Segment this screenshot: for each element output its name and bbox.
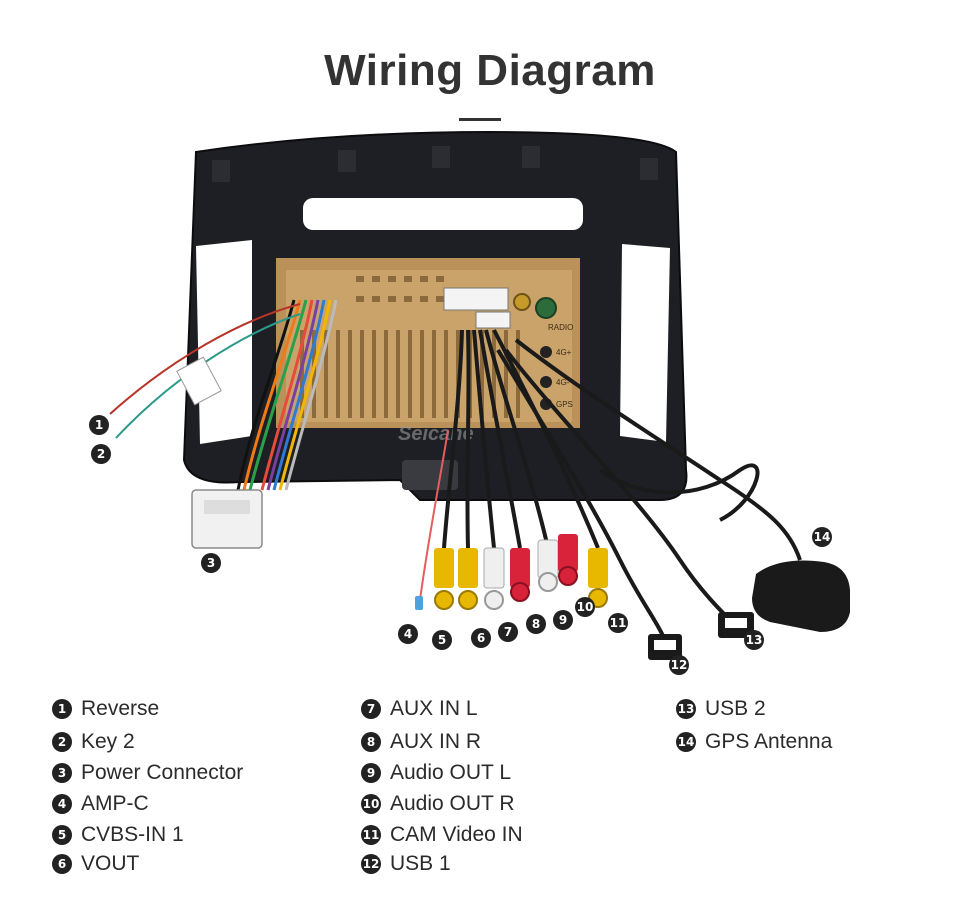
power-harness (236, 299, 338, 491)
legend-label: Power Connector (81, 761, 244, 784)
legend-label: VOUT (81, 852, 140, 875)
amp-c-tip (415, 596, 423, 610)
legend-label: Reverse (81, 697, 160, 720)
gps-antenna (752, 560, 850, 632)
legend-number-badge: 9 (361, 763, 381, 783)
legend-label: Audio OUT L (390, 761, 512, 784)
legend-label: GPS Antenna (705, 730, 833, 753)
wire-tag (176, 356, 222, 406)
callout-badge: 9 (553, 610, 573, 630)
legend-item-amp-c: 4 AMP-C (52, 791, 149, 817)
radio-port-label: RADIO (548, 323, 573, 332)
legend-label: CVBS-IN 1 (81, 823, 184, 846)
watermark: Seicane (398, 423, 474, 445)
legend-label: AMP-C (81, 792, 149, 815)
legend-item-key-2: 2 Key 2 (52, 729, 135, 755)
legend-item-usb-2: 13 USB 2 (676, 696, 766, 722)
callout-badge: 3 (201, 553, 221, 573)
legend-label: AUX IN L (390, 697, 478, 720)
legend-number-badge: 12 (361, 854, 381, 874)
callout-badge: 14 (812, 527, 832, 547)
rca-cables (442, 329, 600, 549)
callout-badge: 1 (89, 415, 109, 435)
callout-badge: 7 (498, 622, 518, 642)
legend-item-audio-out-l: 9 Audio OUT L (361, 760, 511, 786)
legend-label: Key 2 (81, 730, 135, 753)
4g-minus-port-label: 4G- (556, 378, 570, 387)
legend-label: Audio OUT R (390, 792, 515, 815)
legend-label: USB 1 (390, 852, 451, 875)
legend-item-reverse: 1 Reverse (52, 696, 159, 722)
legend-item-gps-antenna: 14 GPS Antenna (676, 729, 832, 755)
legend-number-badge: 11 (361, 825, 381, 845)
title-underline (459, 118, 501, 121)
callout-badge: 13 (744, 630, 764, 650)
legend-number-badge: 13 (676, 699, 696, 719)
legend-label: AUX IN R (390, 730, 482, 753)
legend-item-cam-video-in: 11 CAM Video IN (361, 822, 523, 848)
amp-c-wire (419, 429, 449, 601)
legend-item-aux-in-r: 8 AUX IN R (361, 729, 481, 755)
legend-number-badge: 2 (52, 732, 72, 752)
callout-badge: 11 (608, 613, 628, 633)
4g-plus-port-label: 4G+ (556, 348, 572, 357)
legend-item-audio-out-r: 10 Audio OUT R (361, 791, 515, 817)
legend-number-badge: 4 (52, 794, 72, 814)
page-title: Wiring Diagram (324, 46, 656, 95)
usb-plugs (648, 612, 754, 660)
legend-item-power-connector: 3 Power Connector (52, 760, 243, 786)
legend-number-badge: 14 (676, 732, 696, 752)
legend-label: CAM Video IN (390, 823, 523, 846)
legend-item-usb-1: 12 USB 1 (361, 851, 451, 877)
legend-number-badge: 10 (361, 794, 381, 814)
callout-badge: 4 (398, 624, 418, 644)
callout-badge: 12 (669, 655, 689, 675)
callout-badge: 10 (575, 597, 595, 617)
legend-label: USB 2 (705, 697, 766, 720)
usb-gps-cables (496, 338, 802, 639)
legend-number-badge: 6 (52, 854, 72, 874)
head-unit: RADIO 4G+ 4G- GPS Seicane (276, 258, 580, 445)
gps-port-label: GPS (556, 400, 573, 409)
legend-number-badge: 5 (52, 825, 72, 845)
power-connector-plug (191, 489, 263, 549)
legend-item-cvbs-in-1: 5 CVBS-IN 1 (52, 822, 184, 848)
legend-number-badge: 3 (52, 763, 72, 783)
callout-badge: 6 (471, 628, 491, 648)
legend-item-vout: 6 VOUT (52, 851, 139, 877)
callout-badge: 8 (526, 614, 546, 634)
callout-badge: 2 (91, 444, 111, 464)
legend-number-badge: 1 (52, 699, 72, 719)
legend-number-badge: 7 (361, 699, 381, 719)
legend-number-badge: 8 (361, 732, 381, 752)
legend-item-aux-in-l: 7 AUX IN L (361, 696, 478, 722)
callout-badge: 5 (432, 630, 452, 650)
